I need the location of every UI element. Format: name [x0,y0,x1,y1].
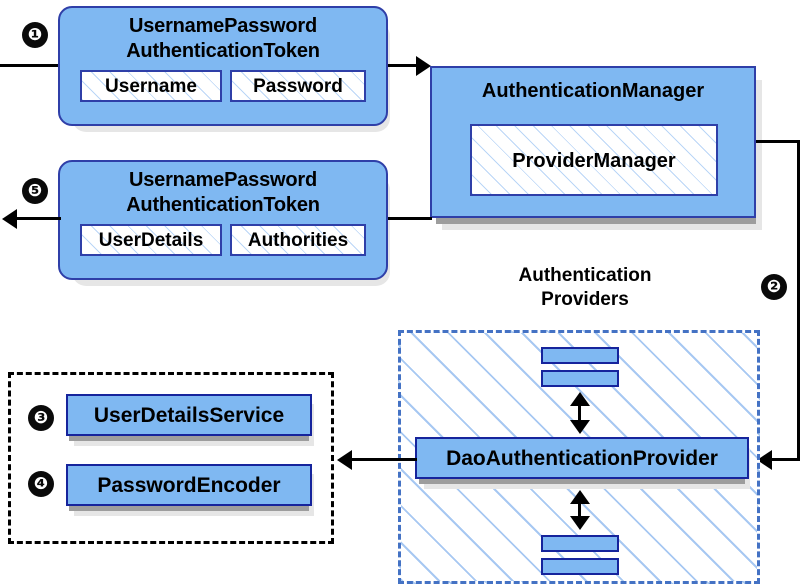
userdetails-slot[interactable]: UserDetails [80,224,222,256]
step-badge-4: ❹ [28,471,54,497]
request-token-title: UsernamePassword AuthenticationToken [60,8,386,64]
step-badge-1: ❶ [22,22,48,48]
user-details-service-box[interactable]: UserDetailsService [66,394,312,436]
response-token-title-line2: AuthenticationToken [126,194,320,216]
into-dao-arrowhead [757,450,772,470]
provider-manager-box[interactable]: ProviderManager [470,124,718,196]
stub-provider-bottom-1[interactable] [541,535,619,552]
response-token-title-line1: UsernamePassword [128,169,317,191]
dao-to-dependencies-line [352,458,417,461]
authentication-manager-title: AuthenticationManager [481,80,705,102]
dao-down-line [578,496,581,518]
manager-down-line [797,140,800,460]
authorities-slot[interactable]: Authorities [230,224,366,256]
dao-up-arrow-tail [570,420,590,434]
request-token-card[interactable]: UsernamePassword AuthenticationToken Use… [58,6,388,126]
response-exit-arrowhead [2,209,17,229]
token-to-manager-line [388,64,420,67]
authentication-providers-label-line2: Providers [541,289,629,310]
incoming-request-line [0,64,60,67]
password-slot[interactable]: Password [230,70,366,102]
authentication-providers-label-line1: Authentication [518,265,652,286]
dao-down-arrow-tail [570,516,590,530]
dao-to-dependencies-arrowhead [337,450,352,470]
dao-authentication-provider-box[interactable]: DaoAuthenticationProvider [415,437,749,479]
response-token-title: UsernamePassword AuthenticationToken [60,162,386,218]
request-token-slots: Username Password [60,70,386,102]
request-token-title-line2: AuthenticationToken [126,40,320,62]
authentication-providers-label: Authentication Providers [470,264,700,312]
manager-to-response-line [388,217,432,220]
manager-out-line [756,140,800,143]
step-badge-3: ❸ [28,405,54,431]
step-badge-2: ❷ [761,274,787,300]
username-slot[interactable]: Username [80,70,222,102]
password-encoder-box[interactable]: PasswordEncoder [66,464,312,506]
authentication-manager-card[interactable]: AuthenticationManager ProviderManager [430,66,756,218]
stub-provider-top-2[interactable] [541,370,619,387]
dao-up-line [578,398,581,422]
token-to-manager-arrowhead [416,56,431,76]
response-token-slots: UserDetails Authorities [60,224,386,256]
stub-provider-top-1[interactable] [541,347,619,364]
into-dao-line [772,458,800,461]
response-exit-line [17,217,61,220]
stub-provider-bottom-2[interactable] [541,558,619,575]
request-token-title-line1: UsernamePassword [128,15,317,37]
response-token-card[interactable]: UsernamePassword AuthenticationToken Use… [58,160,388,280]
step-badge-5: ❺ [22,178,48,204]
